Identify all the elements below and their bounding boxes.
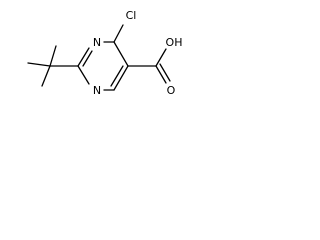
bond-c5-c4 [113, 65, 129, 91]
bond-c2-n1-inner [82, 50, 93, 67]
bond-methyl-top [49, 45, 57, 67]
atom-chlorine: Cl [126, 9, 137, 22]
bond-c-o-double-b [159, 63, 171, 82]
pyrimidine-ring [77, 41, 129, 91]
carboxylic-acid-group [127, 48, 171, 84]
bond-c5-c4-inner [110, 65, 124, 87]
bond-c2-n1 [77, 47, 90, 67]
atom-n-top: N [93, 36, 101, 49]
atom-hydroxyl: OH [166, 36, 183, 49]
atom-n-bottom: N [93, 84, 101, 97]
atom-carbonyl-oxygen: O [167, 84, 176, 97]
bond-n3-c2 [77, 65, 90, 85]
bond-methyl-left [27, 62, 51, 67]
bond-c6-c5 [113, 41, 129, 67]
bond-methyl-bottom [41, 65, 51, 87]
tert-butyl-group [27, 45, 79, 87]
bond-c-oh [155, 48, 167, 67]
structure-diagram: N N Cl OH O [27, 9, 183, 97]
bond-c-o-double-a [155, 65, 167, 84]
bond-c6-cl [113, 24, 124, 43]
